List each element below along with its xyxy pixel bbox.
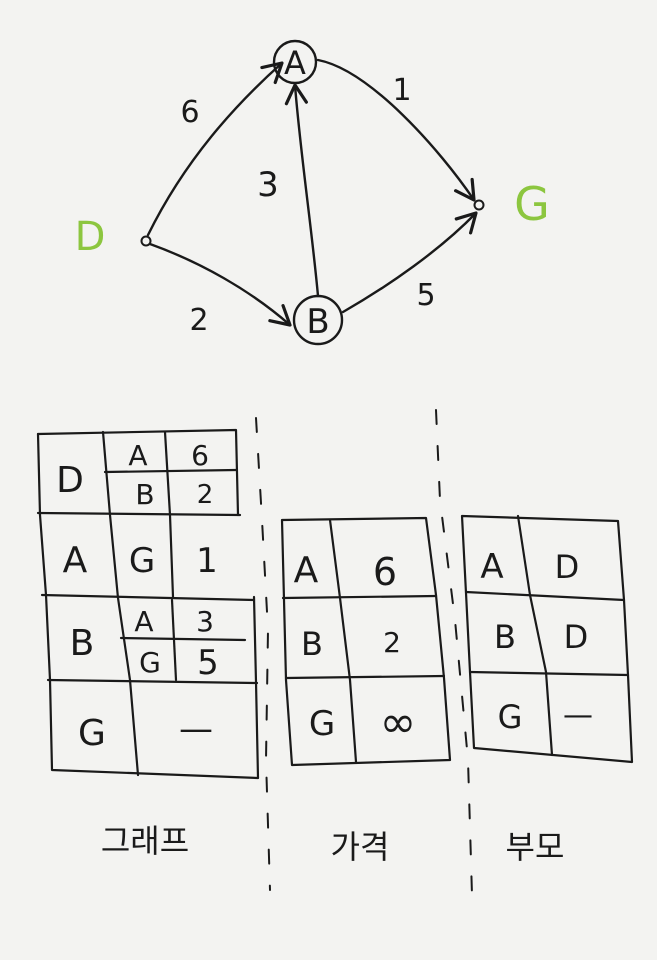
parents-table: A D B D G — 부모 bbox=[460, 514, 634, 866]
graph-table-row-g-node: G bbox=[78, 713, 106, 754]
graph-table-row-a-node: A bbox=[63, 540, 88, 581]
costs-table-caption: 가격 bbox=[331, 828, 390, 866]
graph-table-d1-cost: 6 bbox=[191, 439, 209, 472]
weight-b-goal: 5 bbox=[416, 278, 435, 313]
node-a-label: A bbox=[284, 44, 306, 82]
graph-table-b2-to: G bbox=[139, 646, 161, 679]
graph-table-d2-cost: 2 bbox=[197, 480, 214, 510]
edge-b-to-a bbox=[284, 83, 320, 298]
graph-table-start-node: D bbox=[56, 460, 84, 501]
edge-a-to-goal bbox=[316, 58, 476, 202]
node-b-label: B bbox=[306, 302, 329, 342]
costs-row-a-value: 6 bbox=[373, 550, 397, 594]
graph-table: D A 6 B 2 A G 1 B A 3 G 5 G — 그래프 bbox=[36, 428, 260, 860]
edge-start-to-b bbox=[148, 242, 292, 327]
parents-row-a-node: A bbox=[480, 547, 503, 587]
node-goal-label: G bbox=[514, 177, 550, 231]
parents-row-a-value: D bbox=[555, 548, 580, 586]
graph-table-b2-cost: 5 bbox=[197, 643, 219, 683]
parents-row-g-node: G bbox=[498, 698, 523, 736]
node-b-circle bbox=[292, 294, 344, 346]
parents-table-caption: 부모 bbox=[506, 828, 565, 866]
node-goal-dot bbox=[473, 199, 485, 211]
node-a-circle bbox=[272, 39, 318, 85]
weight-a-goal: 1 bbox=[392, 73, 411, 108]
graph-table-row-b-node: B bbox=[70, 623, 95, 664]
weight-start-a: 6 bbox=[180, 95, 199, 130]
edge-b-to-goal bbox=[341, 211, 478, 314]
graph-table-row-g-empty: — bbox=[179, 709, 213, 749]
graph-diagram: D A B G 6 2 3 1 5 bbox=[75, 39, 550, 346]
graph-table-d2-to: B bbox=[135, 478, 154, 511]
costs-row-b-node: B bbox=[301, 625, 323, 663]
costs-row-a-node: A bbox=[294, 550, 319, 591]
dashed-separator-2 bbox=[435, 409, 473, 896]
edge-start-to-a bbox=[146, 61, 284, 237]
parents-row-g-value: — bbox=[563, 698, 593, 733]
weight-start-b: 2 bbox=[189, 303, 208, 338]
graph-table-d1-to: A bbox=[128, 439, 147, 472]
graph-table-b1-cost: 3 bbox=[196, 605, 214, 638]
parents-row-b-value: D bbox=[564, 618, 589, 656]
costs-row-b-value: 2 bbox=[383, 626, 401, 659]
graph-table-a1-cost: 1 bbox=[196, 541, 218, 581]
node-start-label: D bbox=[75, 214, 106, 260]
costs-row-g-node: G bbox=[309, 704, 335, 744]
node-start-dot bbox=[140, 235, 152, 247]
parents-row-b-node: B bbox=[494, 618, 516, 656]
weight-b-a: 3 bbox=[257, 165, 279, 205]
graph-table-a1-to: G bbox=[129, 541, 155, 581]
costs-table: A 6 B 2 G ∞ 가격 bbox=[280, 516, 452, 866]
graph-table-caption: 그래프 bbox=[101, 822, 189, 860]
costs-row-g-value: ∞ bbox=[380, 697, 417, 748]
dashed-separator-1 bbox=[255, 417, 271, 891]
graph-table-b1-to: A bbox=[134, 605, 153, 638]
